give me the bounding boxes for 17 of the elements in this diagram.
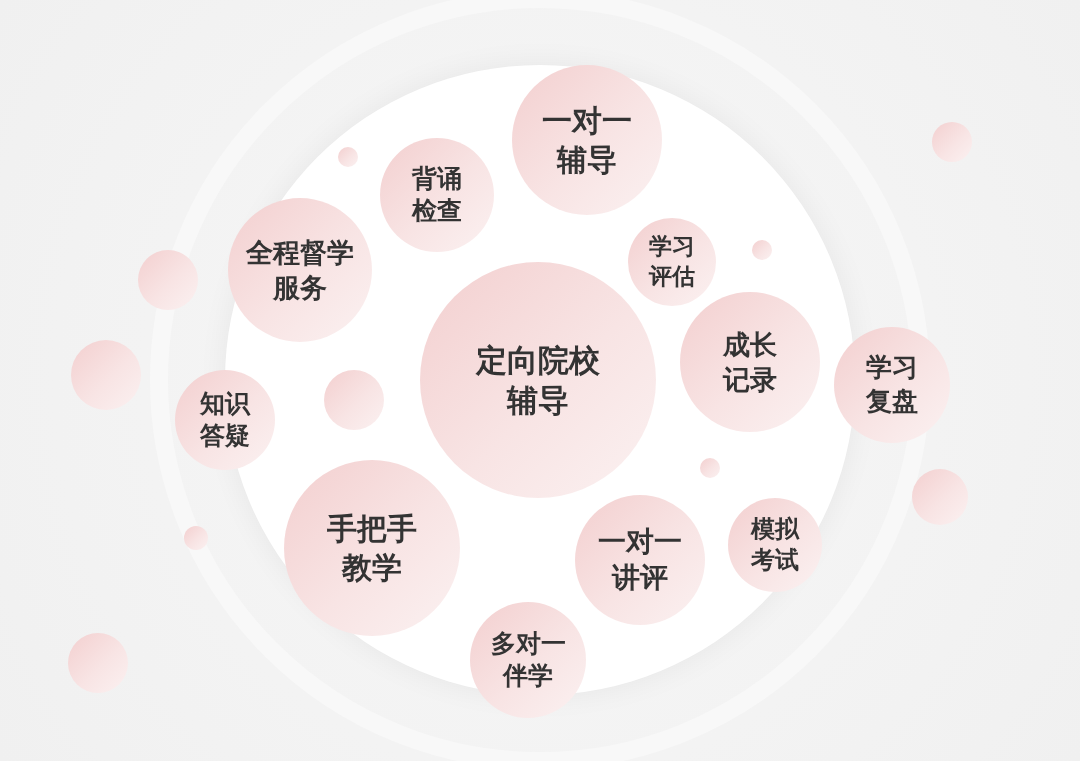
bubble-label: 多对一伴学 — [489, 627, 567, 692]
bubble-label: 模拟考试 — [749, 513, 801, 576]
bubble-label: 一对一辅导 — [541, 102, 633, 179]
bubble-label: 背诵检查 — [410, 162, 463, 227]
bubble-label: 定向院校辅导 — [474, 340, 601, 420]
bubble-label: 一对一讲评 — [597, 523, 683, 596]
bubble — [932, 122, 972, 162]
bubble — [338, 147, 358, 167]
bubble-label: 知识答疑 — [199, 387, 252, 452]
bubble-label: 成长记录 — [721, 327, 778, 397]
bubble-label: 全程督学服务 — [245, 235, 355, 305]
bubble — [700, 458, 720, 478]
bubble-label: 手把手教学 — [326, 510, 418, 587]
bubble — [752, 240, 772, 260]
bubble-label: 学习评估 — [647, 232, 696, 291]
bubble-label: 学习复盘 — [865, 351, 919, 418]
bubble — [184, 526, 208, 550]
